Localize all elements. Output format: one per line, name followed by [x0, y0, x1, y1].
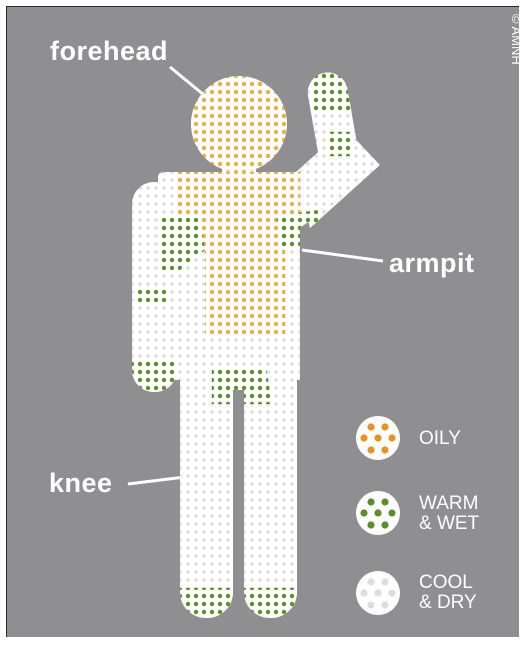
armpit-leader-line	[302, 250, 383, 261]
legend-wet-text: & WET	[419, 514, 479, 534]
legend-dry-text: & DRY	[419, 593, 477, 613]
knee-label: knee	[49, 468, 113, 499]
forehead-leader-line	[170, 67, 210, 100]
legend-swatch-cool-dry	[356, 571, 400, 615]
legend-label-cool-dry: COOL & DRY	[419, 573, 477, 613]
copyright-credit: © AMNH	[509, 14, 524, 65]
warm-zone-right-elbow	[330, 132, 352, 156]
legend-swatch-oily	[356, 416, 400, 460]
legend-label-warm-wet: WARM & WET	[419, 494, 479, 534]
legend-swatch-warm-wet	[356, 491, 400, 535]
warm-zone-left-foot	[180, 588, 233, 620]
knee-leader-line	[128, 477, 185, 484]
warm-zone-left-elbow	[134, 286, 170, 302]
armpit-label: armpit	[389, 248, 475, 279]
legend-label-oily: OILY	[419, 429, 461, 449]
warm-zone-left-hand	[132, 360, 177, 394]
legend-oily-text: OILY	[419, 428, 461, 449]
oily-zone-head	[191, 76, 287, 172]
legend-warm-text: WARM	[419, 494, 479, 514]
warm-zone-right-hand	[312, 72, 356, 112]
legend-cool-text: COOL	[419, 573, 477, 593]
warm-zone-right-armpit	[276, 210, 318, 250]
forehead-label: forehead	[50, 36, 168, 67]
warm-zone-right-foot	[244, 588, 297, 620]
